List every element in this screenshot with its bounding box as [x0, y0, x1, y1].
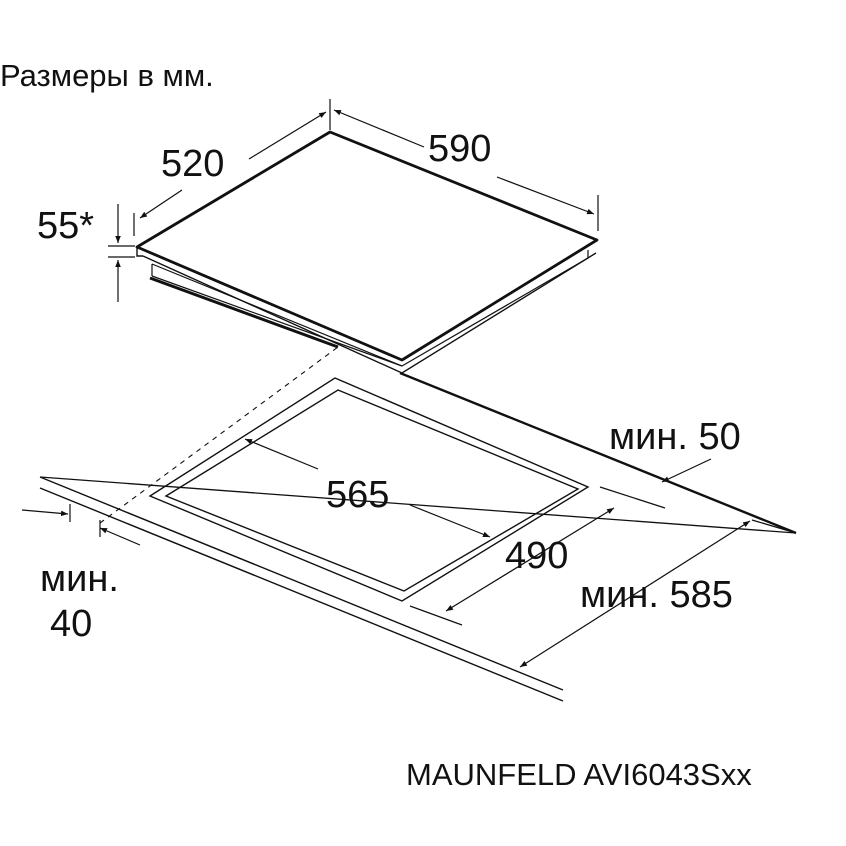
dimension-590-arrow: [333, 109, 599, 231]
hob-frame: [149, 276, 339, 349]
hob-glass-top: [135, 130, 599, 362]
label-490: 490: [505, 535, 568, 577]
title-label: Размеры в мм.: [0, 58, 214, 93]
dimension-520-arrow: [133, 99, 331, 236]
label-40: 40: [50, 603, 92, 645]
hob-body: [142, 250, 597, 374]
dimension-55-arrow: [108, 204, 135, 302]
cutout-outline: [148, 377, 590, 602]
dimension-585-arrow: [519, 520, 751, 668]
label-min: мин.: [40, 558, 119, 600]
dimension-50-arrow: [661, 458, 712, 483]
hob-glass-underside: [136, 247, 143, 257]
label-min-585: мин. 585: [580, 574, 733, 616]
countertop-right-edge: [751, 519, 797, 534]
countertop-top-edge: [399, 371, 797, 535]
countertop-back-edge: [39, 476, 797, 534]
label-565: 565: [326, 474, 389, 516]
model-label: MAUNFELD AVI6043Sxx: [406, 757, 752, 792]
countertop-front-edge: [39, 476, 564, 702]
label-min-50: мин. 50: [609, 416, 741, 458]
dimension-40-arrows: [21, 504, 141, 546]
label-55: 55*: [37, 205, 94, 247]
label-590: 590: [428, 128, 491, 170]
label-520: 520: [161, 143, 224, 185]
